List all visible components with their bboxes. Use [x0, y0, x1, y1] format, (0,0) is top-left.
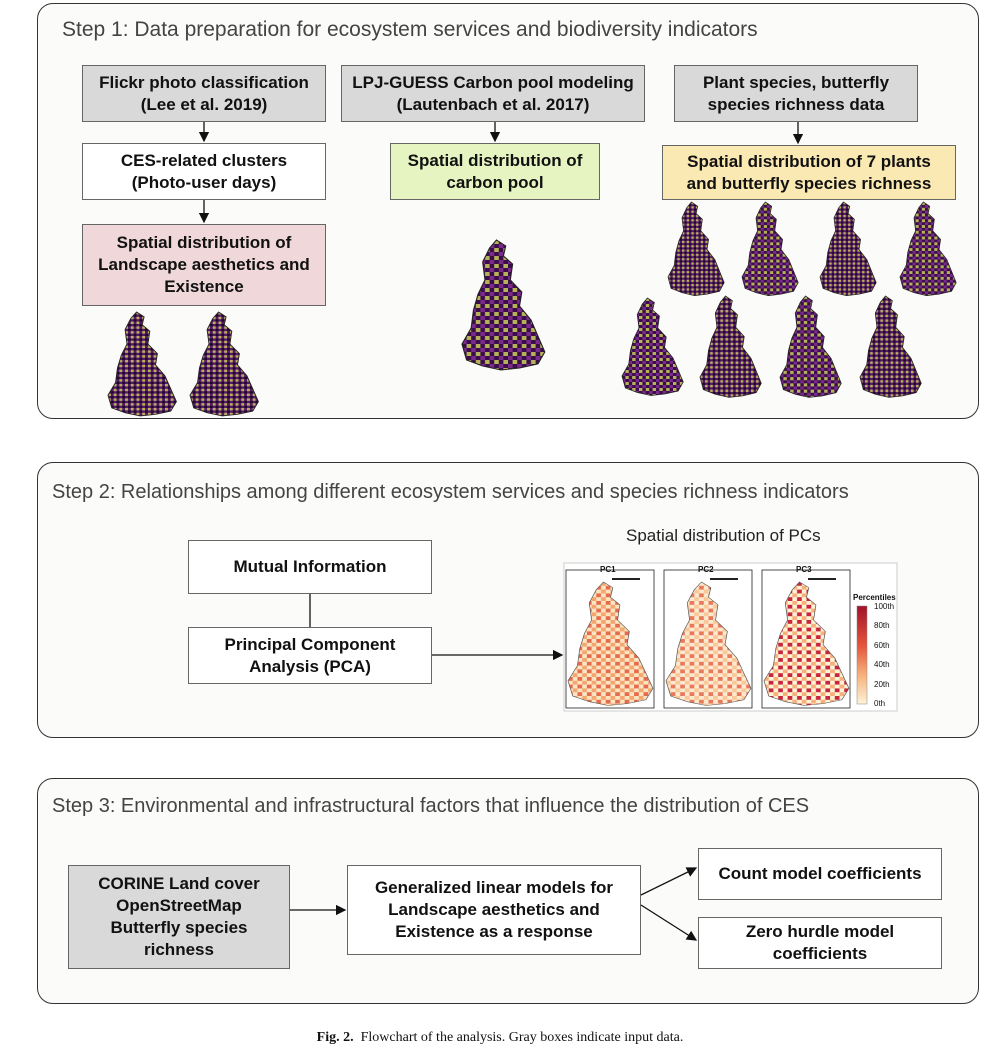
legend-colorbar	[856, 605, 868, 705]
pc2-label: PC2	[698, 565, 714, 574]
species-richness-box: Spatial distribution of 7 plants and but…	[662, 145, 956, 200]
legend-tick-40: 40th	[874, 660, 890, 669]
legend-tick-0: 0th	[874, 699, 886, 708]
caption-label: Fig. 2.	[316, 1030, 354, 1045]
pca-box: Principal Component Analysis (PCA)	[188, 627, 432, 684]
richness-map-5	[621, 297, 684, 396]
richness-map-2	[741, 201, 799, 296]
pcs-title: Spatial distribution of PCs	[626, 526, 821, 545]
flickr-box: Flickr photo classification (Lee et al. …	[82, 65, 326, 122]
mutual-information-box: Mutual Information	[188, 540, 432, 594]
richness-map-7	[779, 295, 842, 398]
glm-box: Generalized linear models for Landscape …	[347, 865, 641, 955]
carbon-pool-box: Spatial distribution of carbon pool	[390, 143, 600, 200]
figure-caption: Fig. 2. Flowchart of the analysis. Gray …	[0, 1030, 1000, 1046]
carbon-map	[461, 239, 546, 371]
richness-map-1	[667, 201, 725, 296]
richness-map-3	[819, 201, 877, 296]
ces-clusters-box: CES-related clusters (Photo-user days)	[82, 143, 326, 200]
arrow-glm-zero	[640, 904, 698, 941]
plant-species-box: Plant species, butterfly species richnes…	[674, 65, 918, 122]
lpj-guess-box: LPJ-GUESS Carbon pool modeling (Lautenba…	[341, 65, 645, 122]
arrow-glm-count	[640, 867, 698, 896]
pc1-label: PC1	[600, 565, 616, 574]
step2-title: Step 2: Relationships among different ec…	[52, 481, 849, 503]
landscape-map-2	[189, 311, 259, 417]
input-data-box: CORINE Land cover OpenStreetMap Butterfl…	[68, 865, 290, 969]
richness-map-8	[859, 295, 922, 398]
legend-tick-80: 80th	[874, 621, 890, 630]
legend-tick-100: 100th	[874, 602, 895, 611]
landscape-aesthetics-box: Spatial distribution of Landscape aesthe…	[82, 224, 326, 306]
richness-map-6	[699, 295, 762, 398]
caption-text: Flowchart of the analysis. Gray boxes in…	[360, 1030, 684, 1045]
legend-tick-20: 20th	[874, 680, 890, 689]
legend-title: Percentiles	[853, 593, 896, 602]
pc3-label: PC3	[796, 565, 812, 574]
count-model-box: Count model coefficients	[698, 848, 942, 900]
zero-hurdle-box: Zero hurdle model coefficients	[698, 917, 942, 969]
step3-title: Step 3: Environmental and infrastructura…	[52, 795, 810, 817]
richness-map-4	[899, 201, 957, 296]
legend-tick-60: 60th	[874, 641, 890, 650]
landscape-map-1	[107, 311, 177, 417]
step1-title: Step 1: Data preparation for ecosystem s…	[62, 18, 758, 41]
